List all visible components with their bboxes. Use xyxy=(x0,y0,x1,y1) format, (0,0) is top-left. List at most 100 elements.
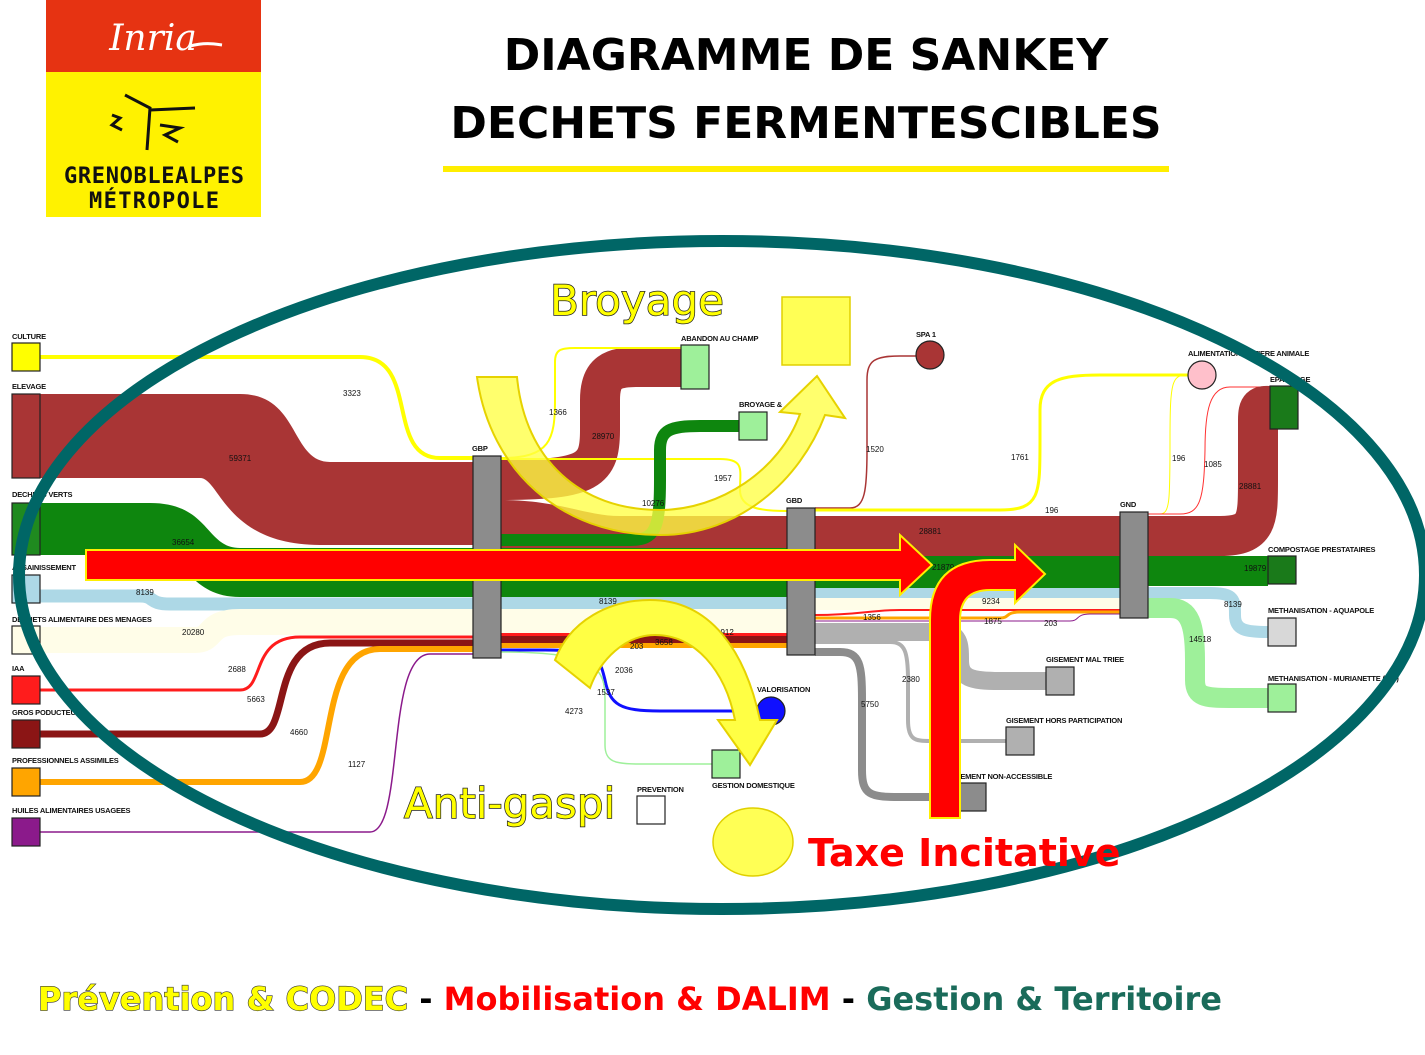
flow-gros-gbp xyxy=(40,639,473,738)
flow-value-label: 1520 xyxy=(866,445,884,454)
flow-value-label: 8139 xyxy=(1224,600,1242,609)
node-pro xyxy=(11,767,41,797)
label-pro: PROFESSIONNELS ASSIMILES xyxy=(12,756,119,765)
node-iaa xyxy=(11,675,41,705)
node-gnd xyxy=(1119,511,1149,619)
yellow-circle-shape xyxy=(712,807,794,877)
flow-value-label: 8139 xyxy=(599,597,617,606)
flow-value-label: 3323 xyxy=(343,389,361,398)
label-menages: DECHETS ALIMENTAIRE DES MENAGES xyxy=(12,615,152,624)
label-iaa: IAA xyxy=(12,664,25,673)
broyage-label: Broyage xyxy=(550,276,724,325)
footer: Prévention & CODEC - Mobilisation & DALI… xyxy=(38,980,1222,1018)
flow-huiles-gbp xyxy=(40,653,473,833)
footer-prevention: Prévention & CODEC xyxy=(38,980,408,1018)
label-non-accessible: GISEMENT NON-ACCESSIBLE xyxy=(948,772,1052,781)
node-huiles xyxy=(11,817,41,847)
footer-mobilisation: Mobilisation & DALIM xyxy=(444,980,831,1018)
flow-iaa-gbp xyxy=(40,635,473,692)
flow-culture-gbp xyxy=(40,355,473,460)
flow-value-label: 1537 xyxy=(597,688,615,697)
footer-separator: - xyxy=(408,980,444,1018)
label-gbp: GBP xyxy=(472,444,488,453)
flow-value-label: 9234 xyxy=(982,597,1000,606)
flow-gbd-gnd-orange xyxy=(815,610,1120,620)
metropole-text: MÉTROPOLE xyxy=(89,188,219,214)
title-underline xyxy=(443,166,1169,172)
scope-ellipse xyxy=(13,235,1425,915)
flow-value-label: 10276 xyxy=(642,499,665,508)
flow-gnd-epandage-red xyxy=(1148,386,1270,515)
flow-value-label: 28881 xyxy=(919,527,942,536)
flow-gbp-gestion-domestique xyxy=(500,651,712,765)
label-valorisation: VALORISATION xyxy=(757,685,810,694)
label-elevage: ELEVAGE xyxy=(12,382,46,391)
flow-value-label: 8139 xyxy=(136,588,154,597)
flow-value-label: 28881 xyxy=(1239,482,1262,491)
node-spa xyxy=(915,340,945,370)
anti-gaspi-label: Anti-gaspi xyxy=(404,779,615,828)
label-hors-participation: GISEMENT HORS PARTICIPATION xyxy=(1006,716,1122,725)
node-broyage xyxy=(738,411,768,441)
flow-value-label: 196 xyxy=(1172,454,1186,463)
flow-value-label: 1085 xyxy=(1204,460,1222,469)
flow-pro-gbp xyxy=(40,646,473,785)
flow-gbd-non-accessible xyxy=(815,648,958,801)
label-gbd: GBD xyxy=(786,496,803,505)
inria-logo-text: Inria xyxy=(108,18,197,59)
flow-value-label: 14518 xyxy=(1189,635,1212,644)
flow-gbp-broyage xyxy=(501,420,739,546)
grenoble-alpes-text: GRENOBLEALPES xyxy=(64,164,244,189)
flow-value-label: 4660 xyxy=(290,728,308,737)
flow-value-label: 21879 xyxy=(932,563,955,572)
node-hors-participation xyxy=(1005,726,1035,756)
sankey-flows xyxy=(40,347,1279,833)
label-murianette: METHANISATION - MURIANETTE (GM) xyxy=(1268,674,1399,683)
flow-gbd-spa xyxy=(815,355,916,509)
logo: Inria GRENOBLEALPES MÉTROPOLE xyxy=(46,0,261,217)
flow-value-label: 203 xyxy=(1044,619,1058,628)
flow-gnd-alimentation xyxy=(1148,374,1189,515)
node-murianette xyxy=(1267,683,1297,713)
flow-value-label: 1875 xyxy=(984,617,1002,626)
flow-value-label: 28970 xyxy=(592,432,615,441)
yellow-curved-arrow-antigaspi-icon xyxy=(553,598,779,767)
flow-gbd-hors-participation xyxy=(815,640,1006,743)
label-culture: CULTURE xyxy=(12,332,46,341)
flow-assainissement-gbp xyxy=(40,589,473,611)
label-compostage: COMPOSTAGE PRESTATAIRES xyxy=(1268,545,1376,554)
flow-value-label: 1366 xyxy=(549,408,567,417)
flow-value-label: 1356 xyxy=(863,613,881,622)
label-broyage: BROYAGE & xyxy=(739,400,783,409)
label-spa: SPA 1 xyxy=(916,330,936,339)
title-line-2: DECHETS FERMENTESCIBLES xyxy=(450,98,1161,149)
flow-value-label: 1761 xyxy=(1011,453,1029,462)
label-assainissement: ASSAINISSEMENT xyxy=(12,563,76,572)
red-bent-arrow-icon xyxy=(929,542,1047,819)
footer-separator: - xyxy=(831,980,867,1018)
flow-value-label: 196 xyxy=(1045,506,1059,515)
sankey-nodes xyxy=(11,340,1299,847)
title-line-1: DIAGRAMME DE SANKEY xyxy=(504,30,1110,81)
taxe-incitative-label: Taxe Incitative xyxy=(808,831,1120,875)
footer-gestion: Gestion & Territoire xyxy=(866,980,1222,1018)
yellow-square-shape xyxy=(781,296,851,366)
yellow-curved-arrow-broyage-icon xyxy=(475,374,848,537)
red-arrow-right-icon xyxy=(85,532,934,598)
flow-gnd-epandage xyxy=(1148,385,1279,556)
label-mal-triee: GISEMENT MAL TRIEE xyxy=(1046,655,1124,664)
node-gbd xyxy=(786,507,816,656)
node-elevage xyxy=(11,393,41,479)
node-compostage xyxy=(1267,555,1297,585)
label-gnd: GND xyxy=(1120,500,1137,509)
flow-value-label: 2688 xyxy=(228,665,246,674)
flow-value-label: 1127 xyxy=(348,760,366,769)
flow-value-label: 2380 xyxy=(902,675,920,684)
flow-value-label: 5750 xyxy=(861,700,879,709)
flow-value-label: 1912 xyxy=(716,628,734,637)
node-culture xyxy=(11,342,41,372)
flow-value-label: 19879 xyxy=(1244,564,1267,573)
node-aquapole xyxy=(1267,617,1297,647)
node-mal-triee xyxy=(1045,666,1075,696)
